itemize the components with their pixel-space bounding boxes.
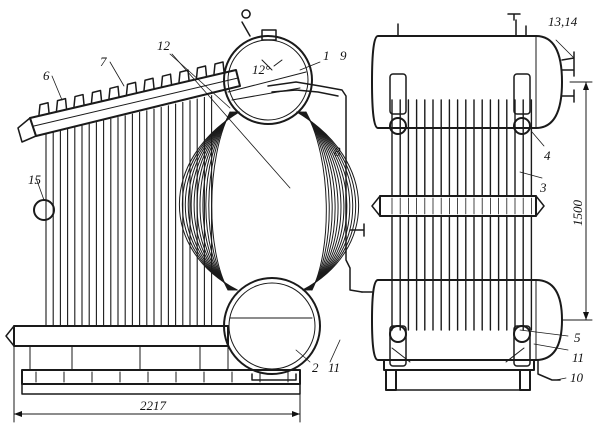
nozzle [108,85,120,100]
label-1: 1 [323,48,330,63]
label-3: 3 [539,180,547,195]
tube-left [199,111,234,291]
collector-nozzles [38,61,225,116]
nozzle [160,73,173,87]
tube-right [300,111,345,291]
clamp [513,73,531,115]
tube-left [190,111,237,291]
tube-right [296,111,360,291]
height-dimension-label: 1500 [570,200,585,227]
nozzle [125,81,138,96]
upper-drum [223,9,363,293]
middle-header [371,195,545,217]
label-2: 2 [312,360,319,375]
rear-tube-screen [45,95,213,327]
label-11-right: 11 [572,350,584,365]
width-dimension [13,345,301,423]
label-15: 15 [28,172,42,187]
tube-right [305,111,327,291]
nozzle [195,65,208,79]
side-nozzle [349,223,365,237]
tube-right [299,111,348,291]
tube-left [205,111,233,291]
clamp-ring [513,117,531,135]
middle-header-ticks [391,197,532,215]
nozzle [90,89,103,104]
height-dimension [561,81,593,321]
tube-left [184,111,239,291]
tube-right [303,111,333,291]
left-view [5,9,365,423]
nozzle [73,93,85,108]
clamp-ring [389,325,407,343]
width-dimension-label: 2217 [140,398,167,413]
tube-left [193,111,236,291]
label-9: 9 [340,48,347,63]
nozzle [178,69,190,83]
tube-right [298,111,351,291]
lower-drum-side [361,279,563,391]
right-tube-bundle [391,99,533,331]
label-6: 6 [43,68,50,83]
element-15 [33,199,55,221]
clamp-ring [513,325,531,343]
leader-lines [35,53,341,363]
tube-left [211,111,231,291]
tube-right [301,111,342,291]
label-8: 8 [334,144,341,159]
label-5: 5 [574,330,581,345]
tube-right [302,111,336,291]
upper-drum-side [371,13,575,129]
clamp-ring [389,117,407,135]
lower-drum [223,277,321,381]
upper-collector [17,69,241,143]
tube-left [196,111,235,291]
label-4: 4 [544,148,551,163]
tube-left [187,111,238,291]
tube-clamps [389,73,531,367]
nozzle [143,77,155,92]
tube-left [181,111,239,291]
clamp [389,73,407,115]
tube-right [297,111,357,291]
label-10: 10 [570,370,584,385]
nozzle [213,61,225,75]
tube-right [297,111,354,291]
right-view [361,13,593,391]
label-12: 12 [157,38,171,53]
leader-lines-right [519,39,575,381]
label-13-14: 13,14 [548,14,578,29]
label-11-left: 11 [328,360,340,375]
lower-collector [5,325,301,395]
frame-ticks [35,371,289,383]
angle-label: 12° [252,62,270,77]
convective-tube-bundle [179,111,360,291]
tube-right [302,111,339,291]
tube-left [179,111,240,291]
nozzle [38,101,50,116]
label-7: 7 [100,54,107,69]
tube-right [304,111,330,291]
tube-left [208,111,232,291]
tube-left [202,111,234,291]
